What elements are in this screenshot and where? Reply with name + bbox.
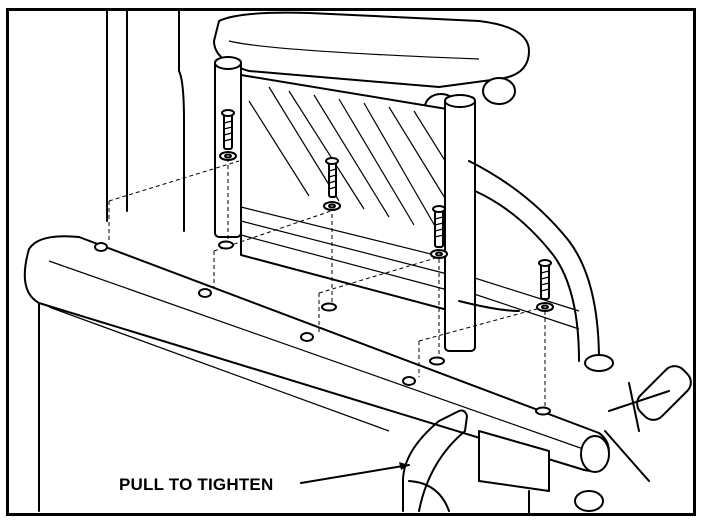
front-frame-tube (458, 160, 614, 372)
washer-4 (535, 302, 554, 416)
screw-2 (325, 157, 339, 198)
rail-clamp (478, 430, 604, 513)
tightening-strap (402, 409, 468, 512)
washer-2 (321, 201, 341, 312)
footrest-lever (604, 365, 692, 482)
side-panel (240, 74, 580, 330)
diagram-frame: PULL TO TIGHTEN (6, 8, 696, 516)
assembly-drawing (23, 11, 692, 513)
rear-post-right (444, 94, 476, 352)
seat-rail (23, 235, 610, 473)
screw-3 (432, 205, 446, 248)
callout-leader (300, 462, 410, 484)
screw-1 (221, 109, 235, 150)
washer-3 (429, 249, 448, 366)
callout-label: PULL TO TIGHTEN (119, 475, 274, 494)
left-frame-tube (106, 11, 185, 232)
seat-sling (38, 302, 390, 512)
alignment-lines (108, 151, 546, 415)
washer-1 (218, 151, 237, 250)
screw-4 (538, 259, 552, 300)
armrest-pad (213, 11, 530, 121)
